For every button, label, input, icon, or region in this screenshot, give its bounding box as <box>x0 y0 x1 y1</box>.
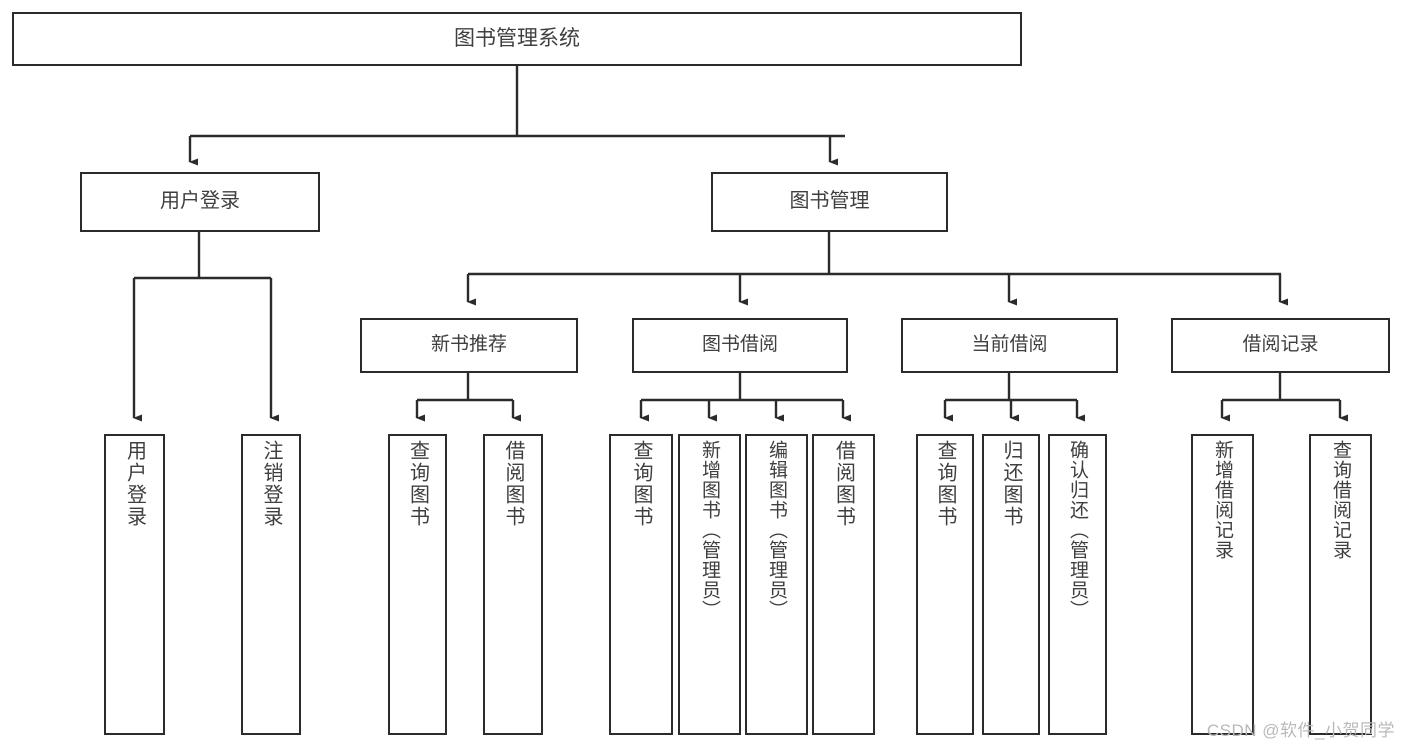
node-label: 查询图书 <box>934 440 956 528</box>
node-label: 用户登录 <box>123 440 146 528</box>
node-label: 新增图书（管理员） <box>699 440 720 620</box>
leaf-current-borrow-return[interactable]: 归还图书 <box>982 434 1040 735</box>
node-label: 图书管理 <box>789 190 870 213</box>
node-user-login[interactable]: 用户登录 <box>80 172 320 232</box>
leaf-borrow-record-add[interactable]: 新增借阅记录 <box>1191 434 1254 735</box>
node-label: 借阅图书 <box>502 440 524 528</box>
node-label: 新增借阅记录 <box>1212 440 1233 560</box>
leaf-book-borrow-add[interactable]: 新增图书（管理员） <box>678 434 741 735</box>
node-label: 用户登录 <box>160 190 240 213</box>
node-label: 归还图书 <box>1000 440 1022 528</box>
leaf-current-borrow-confirm[interactable]: 确认归还（管理员） <box>1048 434 1107 735</box>
node-root-system[interactable]: 图书管理系统 <box>12 12 1022 66</box>
node-label: 查询借阅记录 <box>1330 440 1351 560</box>
node-label: 查询图书 <box>630 440 652 528</box>
node-label: 图书借阅 <box>701 334 778 356</box>
leaf-new-book-query[interactable]: 查询图书 <box>388 434 447 735</box>
node-label: 确认归还（管理员） <box>1067 440 1088 620</box>
node-label: 图书管理系统 <box>454 26 580 50</box>
node-borrow-record[interactable]: 借阅记录 <box>1171 318 1390 373</box>
leaf-book-borrow-query[interactable]: 查询图书 <box>609 434 673 735</box>
node-label: 当前借阅 <box>971 334 1048 356</box>
node-label: 借阅记录 <box>1242 334 1319 356</box>
node-label: 借阅图书 <box>832 440 855 528</box>
node-book-management[interactable]: 图书管理 <box>711 172 948 232</box>
node-current-borrow[interactable]: 当前借阅 <box>901 318 1118 373</box>
node-label: 新书推荐 <box>430 334 507 356</box>
node-label: 注销登录 <box>260 440 282 528</box>
leaf-book-borrow-borrow[interactable]: 借阅图书 <box>812 434 875 735</box>
watermark-text: CSDN @软件_小贺同学 <box>1206 721 1395 740</box>
leaf-new-book-borrow[interactable]: 借阅图书 <box>483 434 543 735</box>
node-new-book-recommend[interactable]: 新书推荐 <box>360 318 578 373</box>
leaf-current-borrow-query[interactable]: 查询图书 <box>916 434 974 735</box>
leaf-borrow-record-query[interactable]: 查询借阅记录 <box>1309 434 1372 735</box>
leaf-book-borrow-edit[interactable]: 编辑图书（管理员） <box>745 434 808 735</box>
leaf-user-login-login[interactable]: 用户登录 <box>104 434 165 735</box>
node-label: 查询图书 <box>406 440 429 528</box>
node-label: 编辑图书（管理员） <box>766 440 787 620</box>
leaf-user-login-logout[interactable]: 注销登录 <box>241 434 301 735</box>
node-book-borrow[interactable]: 图书借阅 <box>632 318 848 373</box>
